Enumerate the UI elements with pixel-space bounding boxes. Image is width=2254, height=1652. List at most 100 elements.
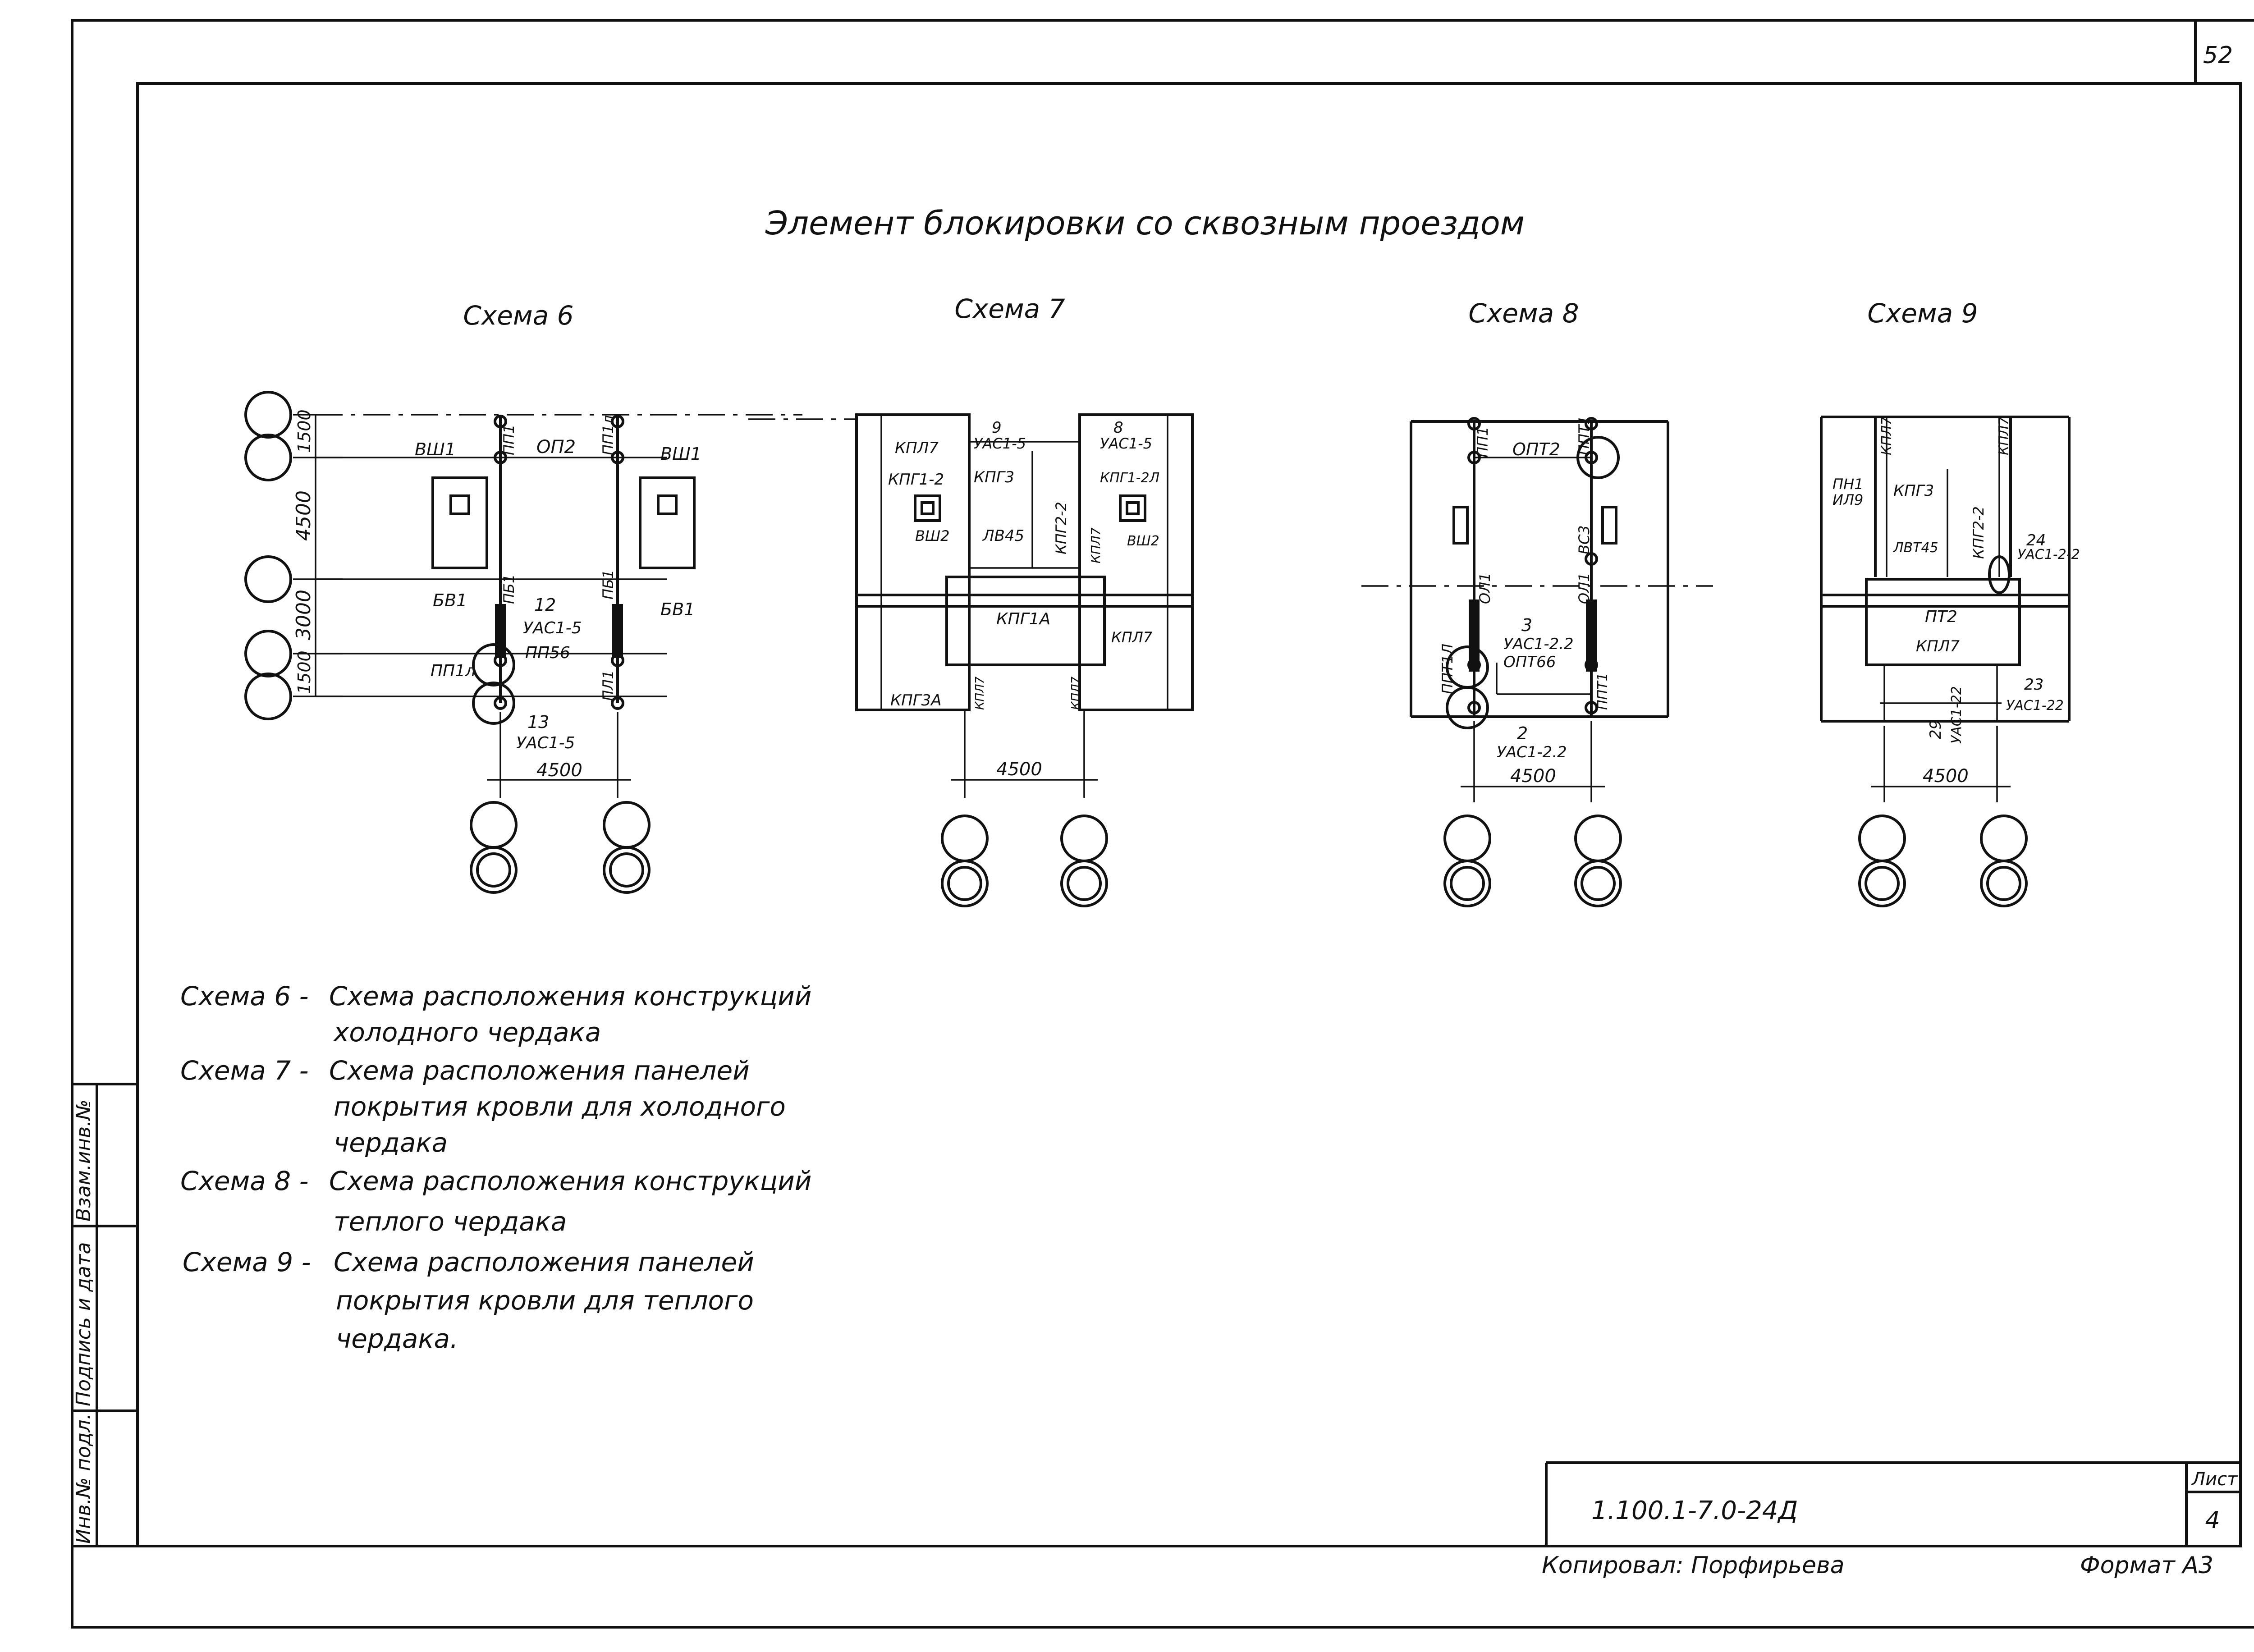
sheet-label: Лист	[2191, 1469, 2238, 1490]
legend: Схема 6 - Схема расположения конструкций…	[180, 981, 811, 1354]
s8-label-g: 3	[1521, 615, 1532, 635]
s9-label-p: 4500	[1923, 766, 1969, 787]
s6-dim-4: 1500	[294, 650, 314, 694]
scheme-8-drawing	[1361, 417, 1713, 907]
s6-label-k: УАС1-5	[523, 619, 582, 637]
legend-8-line-1: Схема расположения конструкций	[329, 1166, 811, 1196]
sheet-frame	[71, 19, 2254, 1629]
s9-label-h: 24	[2026, 531, 2046, 549]
sheet-value: 4	[2205, 1507, 2220, 1534]
s6-label-f: ПБ1	[500, 574, 518, 604]
s6-label-p: УАС1-5	[516, 734, 575, 752]
legend-key-6: Схема 6 -	[180, 981, 309, 1011]
s7-label-k: ЛВ45	[982, 527, 1024, 545]
legend-9-line-2: покрытия кровли для теплого	[336, 1285, 754, 1316]
s7-label-q: КПЛ7	[973, 676, 987, 710]
s6-dim-2: 4500	[292, 490, 315, 541]
s6-label-m: ПП1л	[431, 662, 476, 680]
s6-label-n: ПЛ1	[600, 670, 617, 701]
s8-label-j: ППТ1Л	[1439, 644, 1456, 694]
s7-label-l: КПЛ7	[1088, 527, 1103, 563]
s8-label-i: ОПТ66	[1503, 653, 1556, 671]
scheme-7-heading: Схема 7	[954, 293, 1065, 324]
s6-label-o: 13	[527, 712, 549, 732]
legend-key-7: Схема 7 -	[180, 1055, 309, 1086]
s8-label-n: 4500	[1510, 766, 1556, 787]
scheme-9-drawing	[1820, 416, 2071, 907]
scheme-9-heading: Схема 9	[1867, 298, 1978, 329]
title-block	[1545, 1461, 2240, 1546]
s7-label-r: КПЛ7	[1069, 676, 1083, 710]
stamp-signature-date: Подпись и дата	[72, 1242, 95, 1406]
s7-label-j: ВШ2	[915, 527, 950, 545]
legend-9-line-1: Схема расположения панелей	[334, 1247, 754, 1277]
s7-label-h: КПГ2-2	[1053, 502, 1070, 554]
doc-code: 1.100.1-7.0-24Д	[1591, 1496, 1798, 1525]
s6-label-l: ПП56	[525, 644, 570, 662]
s6-label-j: 12	[534, 595, 556, 615]
s9-label-f: КПГ2-2	[1970, 506, 1987, 559]
s6-label-b: ОП2	[536, 437, 576, 458]
s9-label-j: ПТ2	[1925, 608, 1957, 626]
s6-dim-3: 3000	[292, 590, 315, 640]
legend-key-9: Схема 9 -	[183, 1247, 311, 1277]
s6-label-i: БВ1	[660, 599, 695, 619]
drawing-title: Элемент блокировки со сквозным проездом	[765, 204, 1525, 242]
legend-8-line-2: теплого чердака	[334, 1206, 567, 1237]
s7-label-i: КПГ1-2Л	[1100, 470, 1159, 486]
s7-label-d: 8	[1113, 419, 1123, 437]
s9-label-o: УАС1-22	[1949, 686, 1965, 744]
s9-label-m: УАС1-22	[2006, 698, 2064, 714]
s6-dim-1: 1500	[294, 409, 314, 453]
s7-label-f: КПГ1-2	[888, 471, 944, 489]
scheme-7-drawing	[748, 413, 1194, 907]
scheme-6-heading: Схема 6	[463, 300, 573, 331]
s9-label-a: КПЛ7	[1879, 416, 1895, 455]
legend-key-8: Схема 8 -	[180, 1166, 309, 1196]
legend-7-line-2: покрытия кровли для холодного	[334, 1091, 786, 1122]
s8-label-e: ОЛ1	[1476, 572, 1494, 604]
s9-label-l: 23	[2024, 676, 2043, 694]
format-label: Формат А3	[2080, 1552, 2213, 1579]
s9-label-d: ИЛ9	[1833, 491, 1863, 508]
s9-label-g: ЛВТ45	[1893, 540, 1938, 556]
scheme-6-drawing	[244, 391, 802, 894]
s6-label-g: ПБ1	[600, 570, 617, 599]
s9-label-b: КПЛ7	[1996, 416, 2012, 455]
s7-label-s: 4500	[996, 759, 1042, 780]
s6-label-c: ВШ1	[660, 444, 701, 464]
legend-6-line-2: холодного чердака	[333, 1017, 601, 1048]
s6-label-a: ВШ1	[415, 439, 456, 459]
side-stamp	[71, 1083, 139, 1547]
s8-label-f: ОЛ1	[1576, 572, 1593, 604]
s9-label-c: ПН1	[1833, 476, 1863, 493]
s7-label-n: КПГ1А	[996, 610, 1050, 628]
s9-label-n: 29	[1927, 720, 1945, 739]
s8-label-c: ППТ1	[1576, 416, 1593, 455]
stamp-replacement-inv: Взам.инв.№	[72, 1099, 95, 1222]
s8-label-h: УАС1-2.2	[1503, 635, 1574, 653]
s7-label-b: 9	[992, 419, 1002, 437]
legend-6-line-1: Схема расположения конструкций	[329, 981, 811, 1011]
s7-label-e: УАС1-5	[1100, 435, 1152, 452]
s8-label-b: ОПТ2	[1512, 439, 1560, 459]
s6-label-d: ПП1	[500, 425, 518, 455]
s9-label-k: КПЛ7	[1916, 637, 1960, 655]
sheet-number-top: 52	[2203, 42, 2233, 69]
s8-label-k: ППТ1	[1595, 673, 1611, 710]
s6-label-q: 4500	[536, 760, 582, 781]
s7-label-m: ВШ2	[1127, 533, 1159, 549]
s9-label-i: УАС1-2-2	[2017, 547, 2080, 563]
s7-label-o: КПЛ7	[1111, 629, 1153, 646]
legend-7-line-1: Схема расположения панелей	[329, 1055, 750, 1086]
legend-9-line-3: чердака.	[336, 1323, 458, 1354]
s7-label-g: КПГ3	[974, 468, 1014, 486]
s7-label-c: УАС1-5	[974, 435, 1026, 452]
s6-label-h: БВ1	[433, 590, 467, 610]
s8-label-l: 2	[1517, 723, 1528, 743]
s8-label-d: ВС3	[1576, 525, 1593, 554]
s7-label-p: КПГ3А	[890, 691, 942, 709]
s8-label-m: УАС1-2.2	[1497, 743, 1567, 761]
scheme-8-heading: Схема 8	[1468, 298, 1579, 329]
